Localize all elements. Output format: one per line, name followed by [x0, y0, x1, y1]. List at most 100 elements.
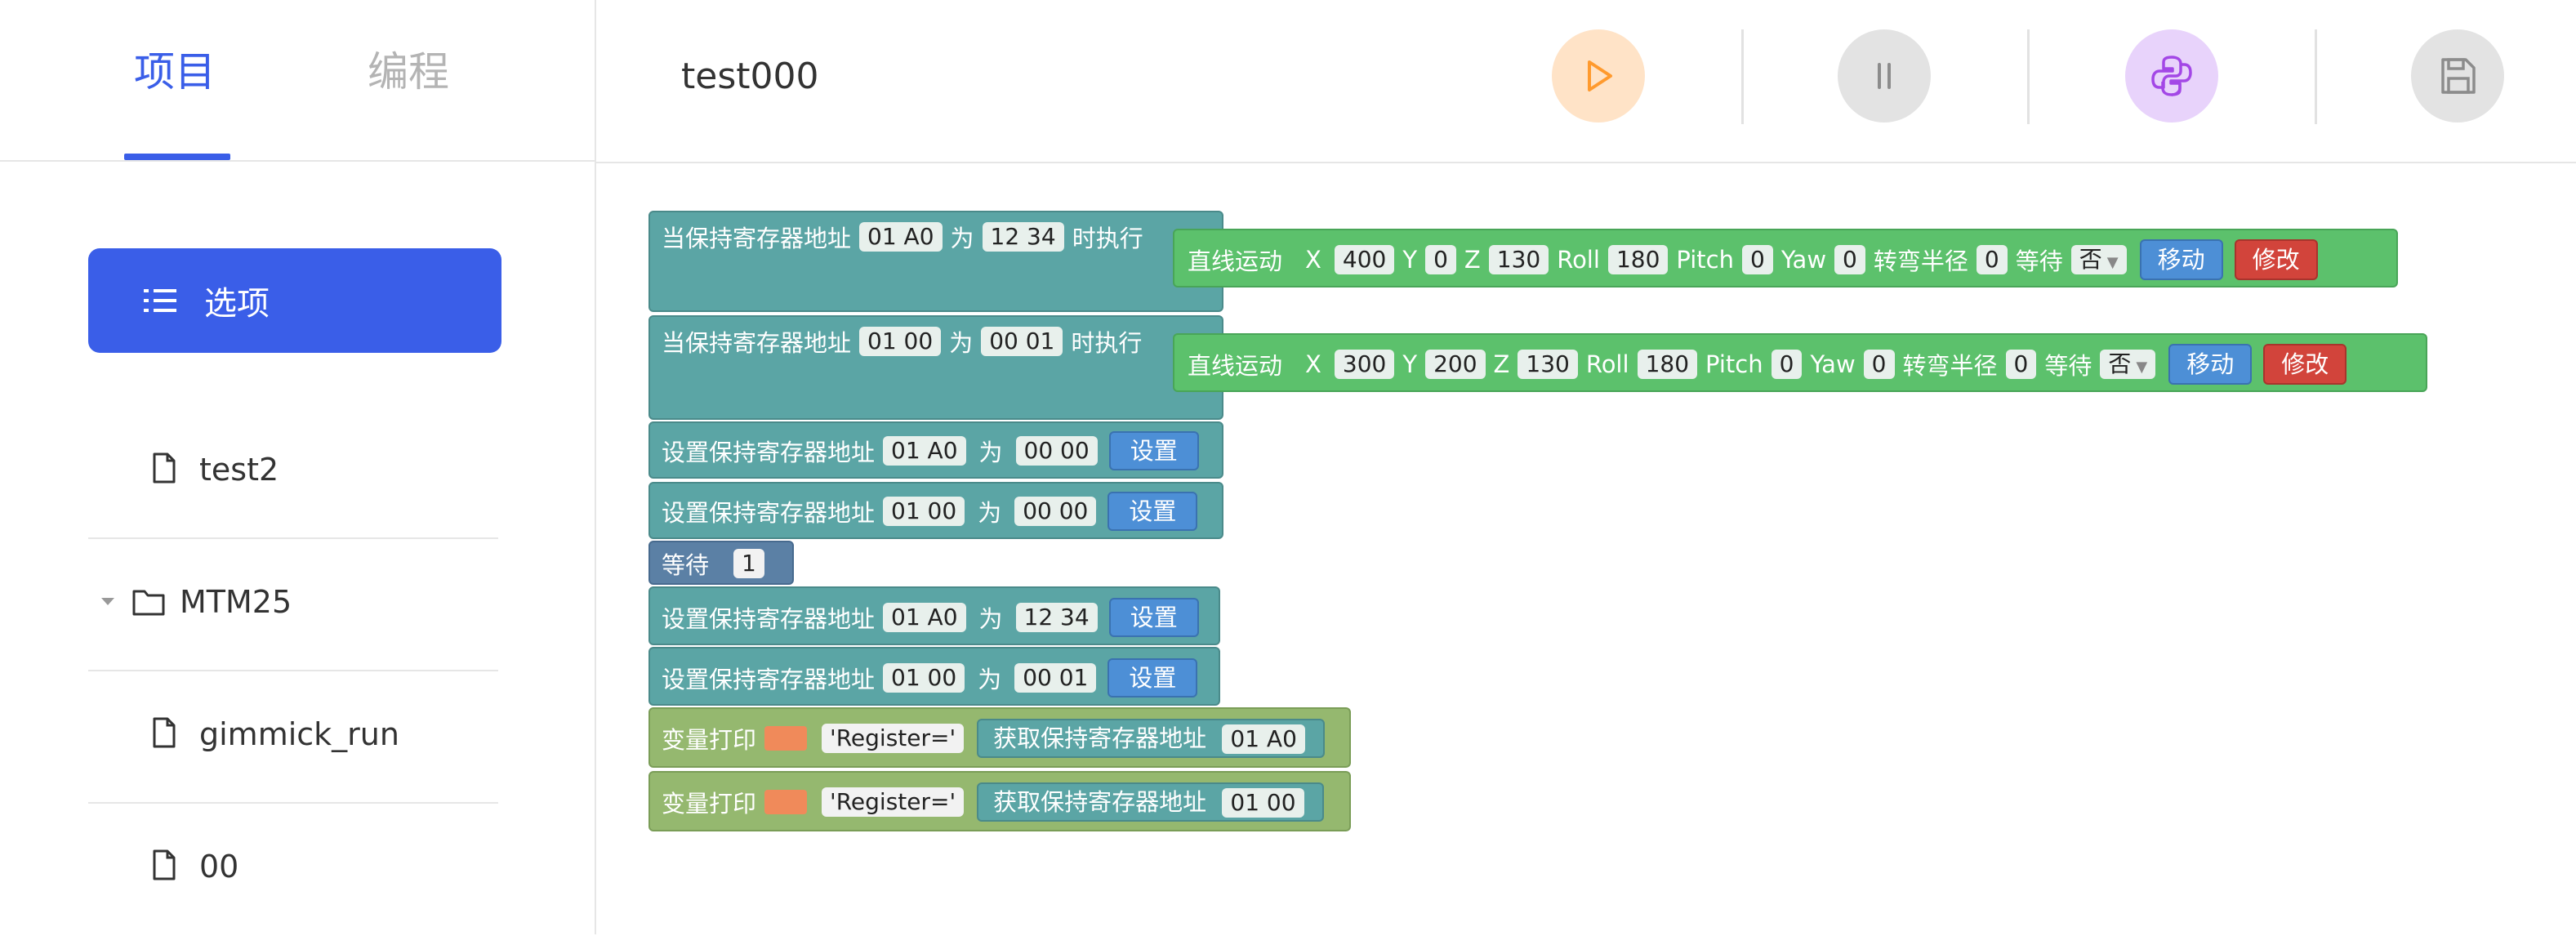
linear-move-block-1[interactable]: 直线运动 X 400 Y 0 Z 130 Roll 180 Pitch 0 Ya… [1173, 229, 2398, 287]
set-register-block-3[interactable]: 设置保持寄存器地址 01 A0 为 12 34 设置 [648, 586, 1220, 645]
address-field[interactable]: 01 A0 [883, 436, 966, 466]
get-register-label: 获取保持寄存器地址 [993, 788, 1207, 816]
address-field[interactable]: 01 00 [883, 663, 965, 693]
save-button[interactable] [2411, 29, 2504, 123]
set-prefix-text: 设置保持寄存器地址 [662, 499, 876, 527]
set-register-block-2[interactable]: 设置保持寄存器地址 01 00 为 00 00 设置 [648, 482, 1223, 539]
wait-label: 等待 [662, 551, 710, 579]
tab-project[interactable]: 项目 [134, 48, 216, 96]
event-mid-text: 为 [949, 329, 974, 357]
z-field[interactable]: 130 [1488, 245, 1549, 274]
value-field[interactable]: 00 01 [981, 327, 1063, 356]
pitch-field[interactable]: 0 [1771, 350, 1803, 379]
value-field[interactable]: 12 34 [1015, 603, 1098, 632]
yaw-label: Yaw [1810, 350, 1856, 378]
file-icon [153, 849, 176, 880]
python-button[interactable] [2125, 29, 2218, 123]
set-prefix-text: 设置保持寄存器地址 [662, 666, 876, 693]
move-button[interactable]: 移动 [2168, 344, 2253, 385]
z-field[interactable]: 130 [1518, 350, 1578, 379]
tree-item-mtm25[interactable]: MTM25 [88, 539, 498, 671]
options-button[interactable]: 选项 [88, 248, 501, 353]
tree-item-test2[interactable]: test2 [88, 407, 498, 539]
set-button[interactable]: 设置 [1108, 492, 1198, 531]
python-icon [2151, 56, 2192, 96]
linear-move-block-2[interactable]: 直线运动 X 300 Y 200 Z 130 Roll 180 Pitch 0 … [1173, 333, 2427, 392]
caret-down-icon[interactable] [101, 598, 114, 605]
pause-button[interactable] [1838, 29, 1931, 123]
tab-programming[interactable]: 编程 [368, 48, 449, 96]
roll-field[interactable]: 180 [1607, 245, 1669, 274]
get-register-block[interactable]: 获取保持寄存器地址 01 A0 [977, 719, 1325, 758]
x-field[interactable]: 400 [1334, 245, 1395, 274]
pause-icon [1878, 63, 1891, 89]
address-field[interactable]: 01 00 [883, 497, 965, 526]
set-button[interactable]: 设置 [1108, 658, 1198, 698]
address-field[interactable]: 01 A0 [859, 222, 943, 252]
wait-seconds-field[interactable]: 1 [733, 549, 764, 578]
value-field[interactable]: 12 34 [982, 222, 1064, 252]
move-label: 直线运动 [1188, 247, 1283, 275]
left-panel: 项目 编程 选项 test2 MTM25 gimmick_run [0, 0, 596, 934]
value-field[interactable]: 00 00 [1014, 497, 1097, 526]
wait-block[interactable]: 等待 1 [648, 541, 794, 585]
dropdown-arrow-icon: ▼ [2136, 359, 2148, 376]
get-register-label: 获取保持寄存器地址 [993, 724, 1207, 752]
event-block-register-1[interactable]: 当保持寄存器地址 01 A0 为 12 34 时执行 [648, 211, 1223, 312]
set-button[interactable]: 设置 [1108, 598, 1199, 637]
set-mid-text: 为 [978, 439, 1003, 466]
active-tab-indicator [124, 154, 230, 160]
yaw-label: Yaw [1780, 246, 1827, 274]
color-swatch[interactable] [764, 790, 808, 814]
get-register-block[interactable]: 获取保持寄存器地址 01 00 [977, 782, 1324, 822]
pitch-label: Pitch [1705, 350, 1763, 378]
set-mid-text: 为 [978, 605, 1003, 633]
event-block-register-2[interactable]: 当保持寄存器地址 01 00 为 00 01 时执行 [648, 315, 1223, 420]
play-icon [1588, 60, 1612, 91]
set-mid-text: 为 [978, 666, 1002, 693]
edit-button[interactable]: 修改 [2263, 344, 2347, 385]
print-variable-block-1[interactable]: 变量打印 'Register=' 获取保持寄存器地址 01 A0 [648, 707, 1351, 768]
roll-label: Roll [1585, 350, 1629, 378]
blocks-workspace[interactable]: 当保持寄存器地址 01 A0 为 12 34 时执行 直线运动 X 400 Y … [596, 163, 2576, 934]
wait-dropdown[interactable]: 否▼ [2070, 245, 2127, 274]
address-field[interactable]: 01 A0 [1222, 724, 1305, 754]
edit-button[interactable]: 修改 [2234, 239, 2318, 280]
x-field[interactable]: 300 [1334, 350, 1395, 379]
string-field[interactable]: 'Register=' [822, 787, 965, 817]
address-field[interactable]: 01 00 [859, 327, 942, 356]
yaw-field[interactable]: 0 [1834, 245, 1865, 274]
print-variable-block-2[interactable]: 变量打印 'Register=' 获取保持寄存器地址 01 00 [648, 771, 1351, 831]
y-field[interactable]: 0 [1425, 245, 1456, 274]
color-swatch[interactable] [764, 726, 808, 751]
tree-item-00[interactable]: 00 [88, 804, 498, 936]
save-icon [2441, 58, 2476, 94]
toolbar-divider [2315, 29, 2317, 124]
address-field[interactable]: 01 00 [1222, 788, 1304, 818]
value-field[interactable]: 00 00 [1015, 436, 1098, 466]
set-register-block-4[interactable]: 设置保持寄存器地址 01 00 为 00 01 设置 [648, 647, 1220, 706]
run-button[interactable] [1552, 29, 1645, 123]
wait-dropdown[interactable]: 否▼ [2100, 350, 2156, 379]
set-register-block-1[interactable]: 设置保持寄存器地址 01 A0 为 00 00 设置 [648, 421, 1223, 479]
radius-field[interactable]: 0 [1976, 245, 2008, 274]
dropdown-arrow-icon: ▼ [2106, 254, 2119, 271]
address-field[interactable]: 01 A0 [883, 603, 966, 632]
pitch-field[interactable]: 0 [1742, 245, 1773, 274]
move-button[interactable]: 移动 [2139, 239, 2223, 280]
x-label: X [1305, 246, 1321, 274]
roll-field[interactable]: 180 [1637, 350, 1698, 379]
list-icon [144, 286, 176, 315]
wait-label: 等待 [2044, 352, 2092, 380]
radius-field[interactable]: 0 [2005, 350, 2037, 379]
set-prefix-text: 设置保持寄存器地址 [662, 439, 876, 466]
pitch-label: Pitch [1676, 246, 1734, 274]
event-prefix-text: 当保持寄存器地址 [662, 329, 852, 357]
set-button[interactable]: 设置 [1108, 431, 1199, 470]
value-field[interactable]: 00 01 [1014, 663, 1097, 693]
string-field[interactable]: 'Register=' [822, 724, 965, 753]
y-field[interactable]: 200 [1425, 350, 1486, 379]
toolbar: test000 [596, 0, 2576, 163]
yaw-field[interactable]: 0 [1863, 350, 1895, 379]
tree-item-gimmick-run[interactable]: gimmick_run [88, 671, 498, 804]
